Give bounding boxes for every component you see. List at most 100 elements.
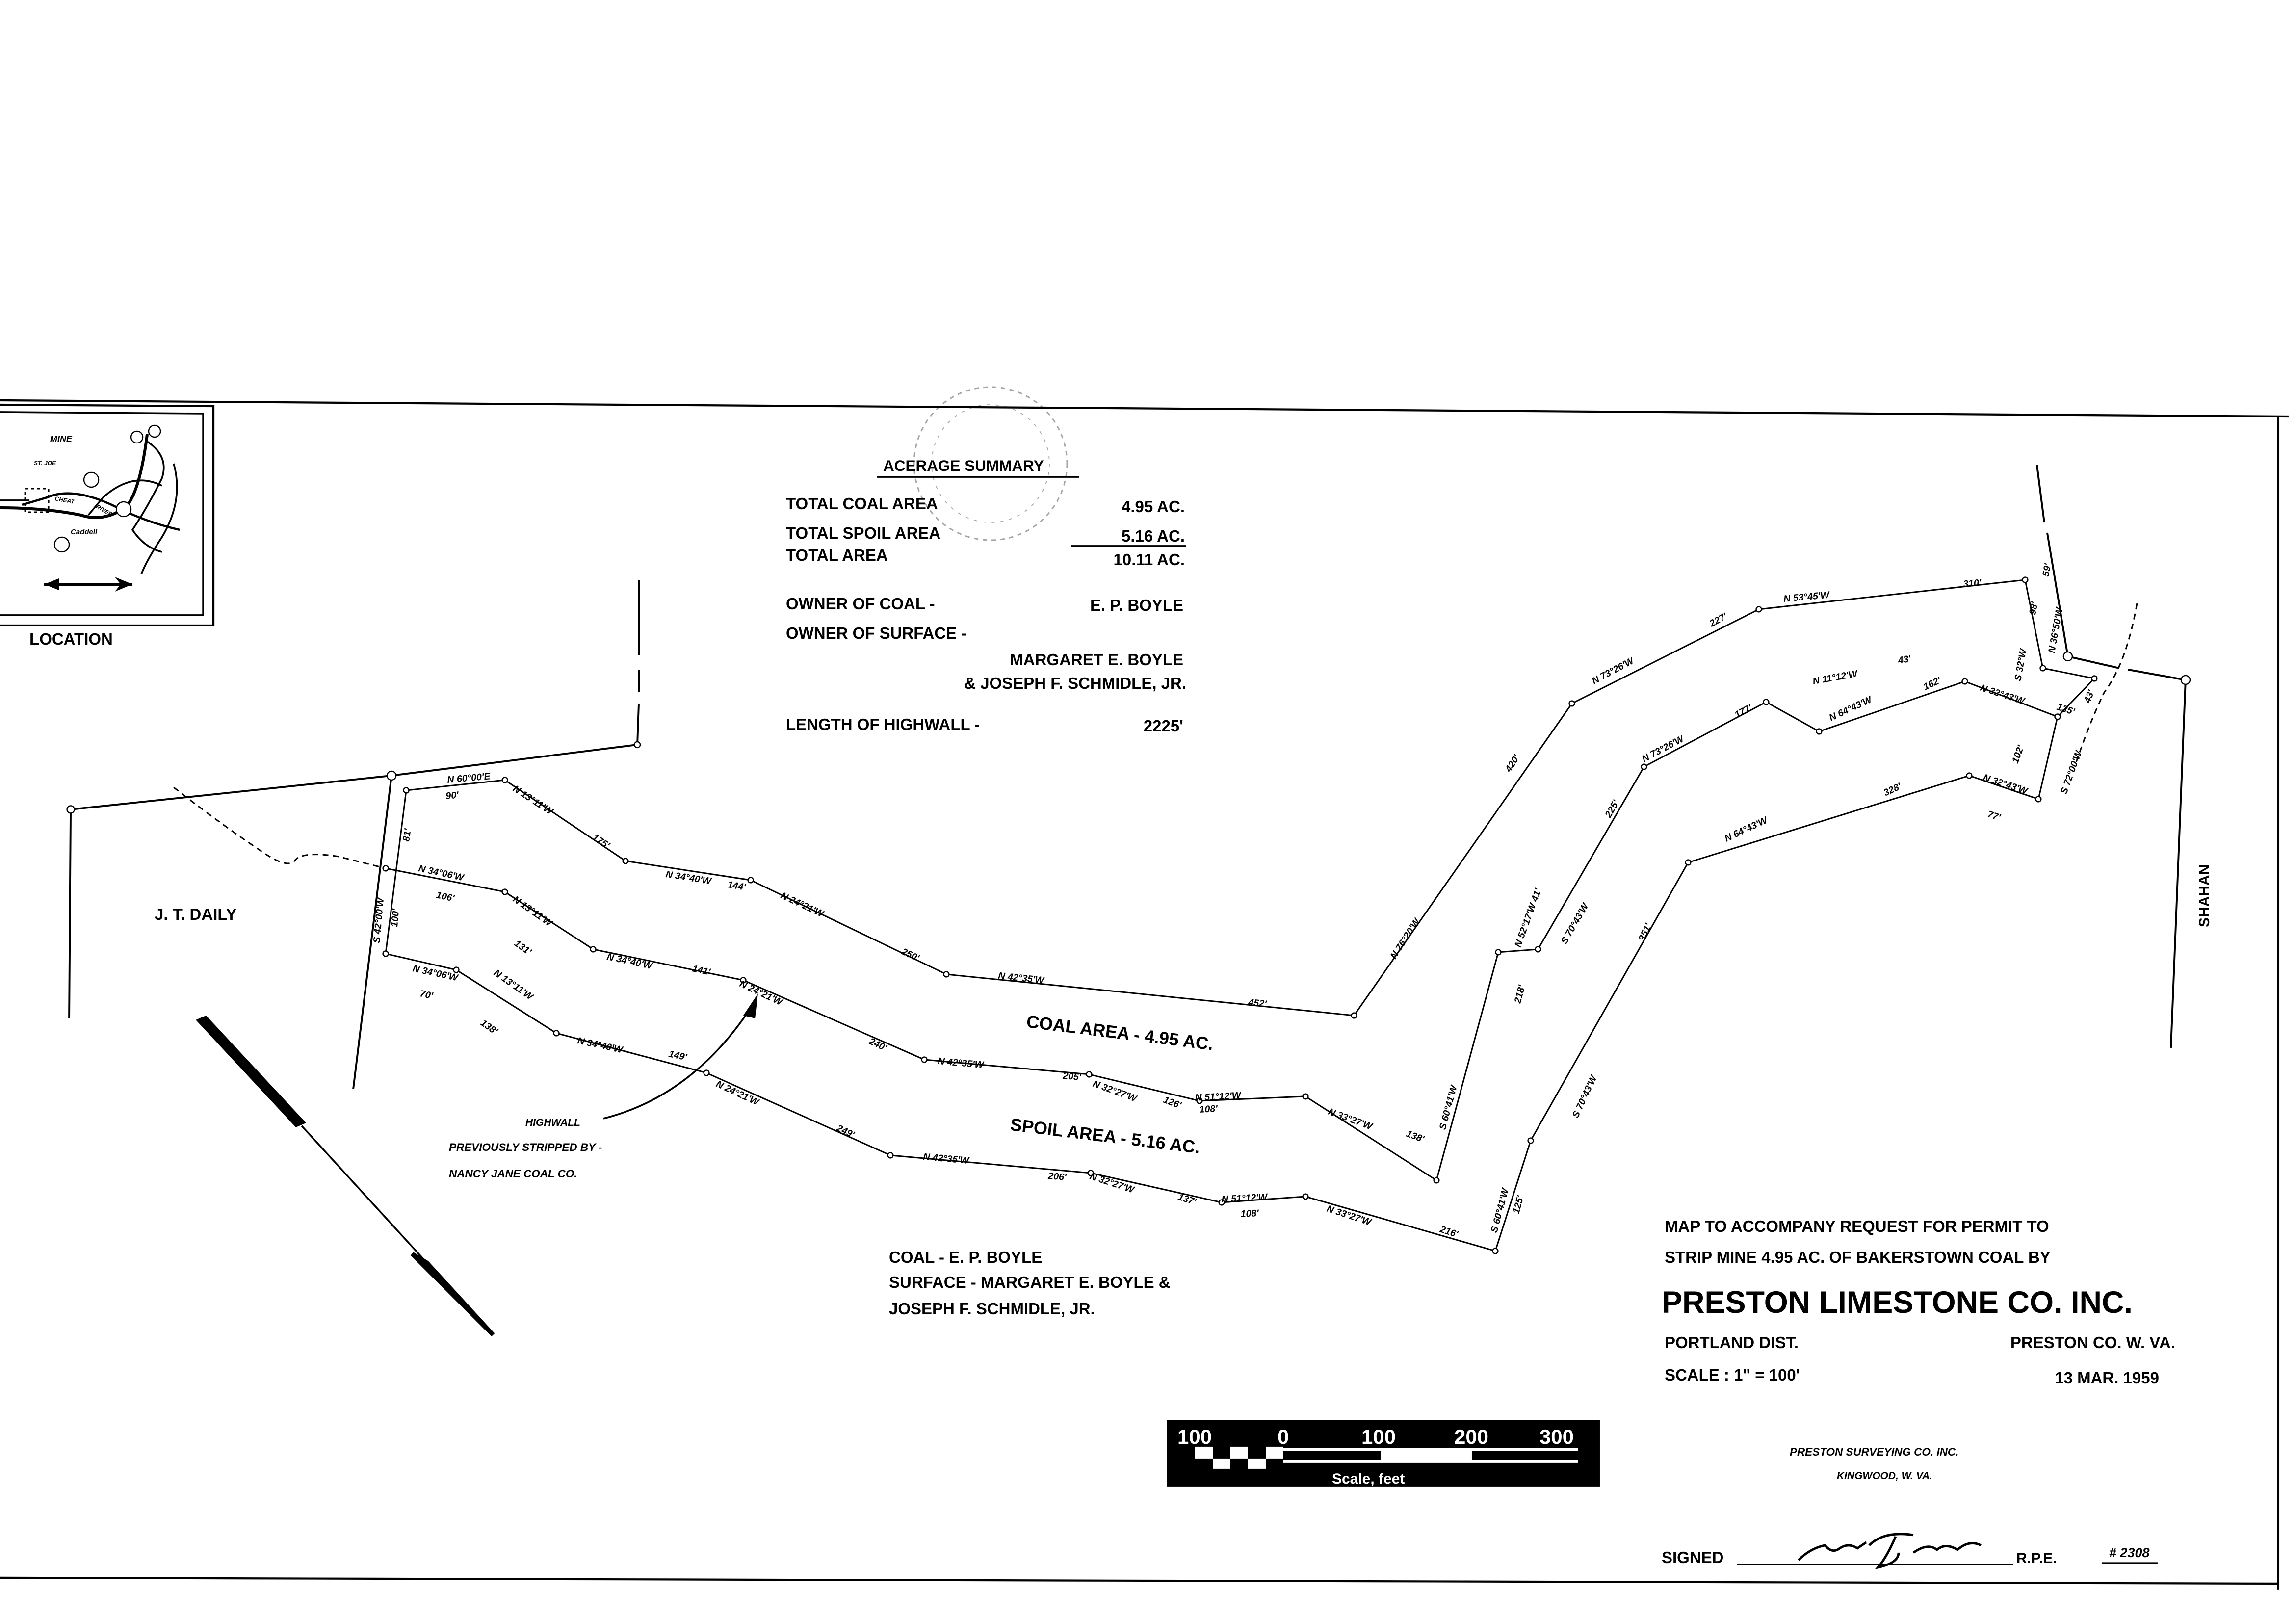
survey-station-icon [1535,946,1541,953]
distance-label: 205' [1062,1070,1082,1083]
survey-station-icon [2022,576,2029,583]
survey-station-icon [553,1030,560,1037]
property-corner-icon [66,805,75,814]
survey-station-icon [1086,1071,1093,1078]
distance-label: 43' [1897,653,1912,666]
surveyor-city: KINGWOOD, W. VA. [1837,1470,1932,1482]
property-corner-icon [2062,651,2073,662]
survey-station-icon [1302,1193,1309,1200]
scale-tick-200: 200 [1454,1425,1488,1448]
spoil-toe-traverse [385,716,2059,1252]
sheet-border [0,399,2289,1590]
survey-station-icon [1196,1097,1203,1104]
ownership-surface: SURFACE - MARGARET E. BOYLE & [889,1273,1171,1291]
distance-label: 108' [1199,1103,1219,1115]
total-coal-area-value: 4.95 AC. [1122,497,1185,516]
survey-station-icon [1568,700,1575,707]
survey-station-icon [2035,796,2042,803]
owner-of-coal-label: OWNER OF COAL - [786,595,935,613]
title-block: MAP TO ACCOMPANY REQUEST FOR PERMIT TO S… [1662,1217,2175,1569]
survey-station-icon [1685,859,1692,866]
survey-station-icon [747,877,754,884]
surveyor-name: PRESTON SURVEYING CO. INC. [1790,1446,1958,1458]
distance-label: 206' [1047,1171,1068,1183]
distance-label: 452' [1247,997,1268,1010]
signature [1798,1533,1982,1569]
highwall-length-value: 2225' [1144,717,1183,735]
survey-station-icon [2091,675,2098,682]
survey-station-icon [1966,772,1973,779]
survey-station-icon [1755,606,1762,613]
survey-station-icon [622,858,629,864]
total-spoil-area-label: TOTAL SPOIL AREA [786,524,940,542]
survey-station-icon [1961,678,1968,685]
survey-station-icon [1492,1248,1499,1254]
owner-of-coal-value: E. P. BOYLE [1090,596,1183,614]
survey-station-icon [1816,728,1823,735]
property-corner-icon [386,770,397,781]
rpe-number: # 2308 [2109,1545,2150,1560]
survey-traverses [382,576,2098,1254]
map-date: 13 MAR. 1959 [2055,1369,2159,1387]
owner-of-surface-line2: & JOSEPH F. SCHMIDLE, JR. [964,674,1186,692]
survey-station-icon [590,946,597,953]
survey-station-icon [1433,1177,1440,1184]
location-title: LOCATION [29,630,113,648]
nancy-jane-note: NANCY JANE COAL CO. [449,1168,577,1180]
property-corner-icon [633,741,641,749]
survey-station-icon [501,888,508,895]
survey-station-icon [403,787,410,794]
location-label-caddell: Caddell [71,528,98,536]
survey-station-icon [1351,1012,1357,1019]
survey-station-icon [921,1056,928,1063]
highwall-note: HIGHWALL [525,1117,580,1128]
title-line-2: STRIP MINE 4.95 AC. OF BAKERSTOWN COAL B… [1665,1248,2051,1266]
survey-station-icon [1087,1170,1094,1176]
survey-station-icon [740,977,747,984]
property-lines [66,465,2191,1090]
location-label-mine: MINE [50,434,73,443]
adjoiner-shahan: SHAHAN [2196,864,2213,927]
district: PORTLAND DIST. [1665,1333,1799,1352]
survey-station-icon [1527,1137,1534,1144]
scale-tick-0: 0 [1278,1425,1289,1448]
bearing-label: N 51°12'W [1195,1090,1242,1103]
previously-stripped-note: PREVIOUSLY STRIPPED BY - [449,1141,602,1153]
survey-station-icon [887,1152,894,1159]
county-state: PRESTON CO. W. VA. [2010,1333,2175,1352]
total-spoil-area-value: 5.16 AC. [1122,527,1185,545]
ownership-coal: COAL - E. P. BOYLE [889,1248,1042,1266]
property-corner-icon [2180,675,2191,685]
distance-label: 70' [419,988,435,1001]
survey-station-icon [453,966,460,973]
distance-label: 100' [389,908,401,927]
scale-bar: 100 0 100 200 300 Scale, feet [1167,1420,1600,1487]
survey-station-icon [1641,763,1647,770]
owner-of-surface-line1: MARGARET E. BOYLE [1010,651,1183,669]
location-label-cheat: CHEAT [54,495,76,505]
bearing-label: N 51°12'W [1221,1192,1268,1205]
survey-station-icon [1495,949,1502,956]
acreage-summary-heading: ACERAGE SUMMARY [883,457,1044,474]
total-area-label: TOTAL AREA [786,546,888,564]
scale-caption: Scale, feet [1332,1471,1405,1487]
total-area-value: 10.11 AC. [1114,550,1185,569]
survey-station-icon [1763,699,1770,705]
highwall-arrow [603,993,758,1120]
signed-label: SIGNED [1662,1548,1723,1566]
highwall-length-label: LENGTH OF HIGHWALL - [786,715,980,733]
distance-label: 59' [2040,562,2053,577]
survey-station-icon [2054,713,2061,720]
distance-label: 108' [1240,1208,1260,1220]
adjoiner-jt-daily: J. T. DAILY [155,905,236,923]
rpe-label: R.P.E. [2016,1550,2057,1566]
survey-station-icon [382,865,389,872]
owner-of-surface-label: OWNER OF SURFACE - [786,624,966,642]
scale-tick-300: 300 [1539,1425,1574,1448]
company-name: PRESTON LIMESTONE CO. INC. [1662,1285,2133,1320]
left-tie-line [385,790,407,954]
distance-label: 90' [445,790,460,802]
survey-station-icon [703,1069,710,1076]
survey-station-icon [1302,1093,1309,1100]
title-line-1: MAP TO ACCOMPANY REQUEST FOR PERMIT TO [1665,1217,2049,1235]
